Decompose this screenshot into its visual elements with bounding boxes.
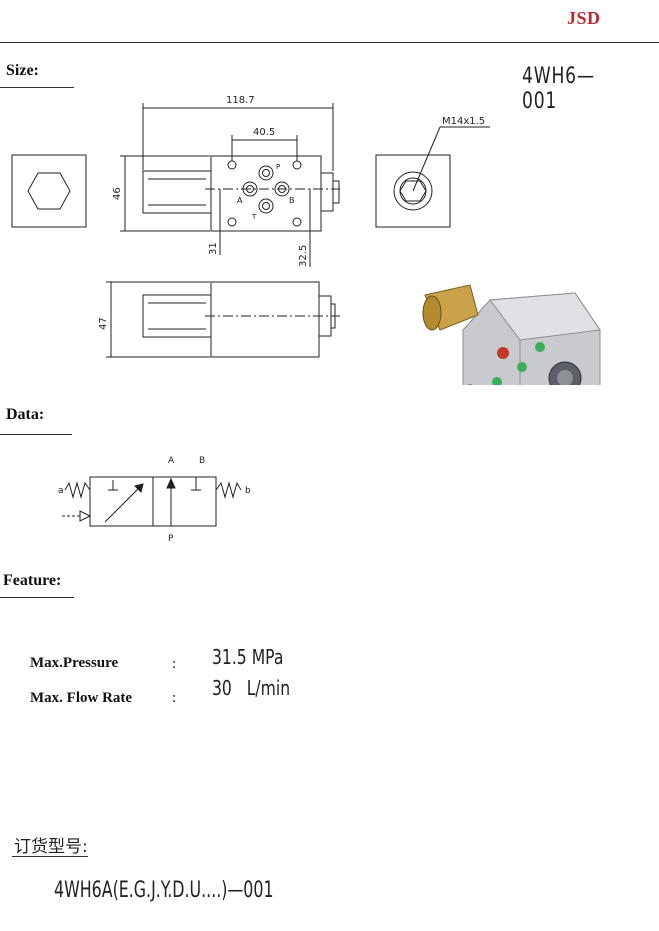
end-view-right bbox=[375, 154, 451, 228]
spec-colon-pressure: : bbox=[172, 656, 177, 672]
symbol-side-b: b bbox=[245, 486, 251, 496]
thread-label: M14x1.5 bbox=[442, 116, 485, 127]
section-title-size: Size: bbox=[6, 62, 39, 79]
dim-ports: 40.5 bbox=[253, 127, 275, 138]
section-title-feature: Feature: bbox=[3, 572, 62, 589]
section-underline-feature bbox=[0, 597, 74, 598]
hydraulic-symbol: A B P a b bbox=[58, 456, 251, 544]
side-view-plug bbox=[142, 294, 212, 338]
spec-value-flow: 30 L/min bbox=[212, 676, 291, 700]
section-underline-data bbox=[0, 434, 72, 435]
hex-plug-left bbox=[27, 172, 71, 210]
port-p-label: P bbox=[276, 163, 280, 171]
header-divider bbox=[0, 42, 659, 43]
spec-label-flow: Max. Flow Rate bbox=[30, 690, 133, 706]
order-label: 订货型号: bbox=[14, 837, 88, 857]
order-underline bbox=[12, 856, 88, 857]
technical-drawing: 118.7 40.5 46 31 32.5 47 M14x1.5 A B P T bbox=[11, 95, 601, 385]
symbol-port-b: B bbox=[199, 456, 205, 466]
dim-overall: 118.7 bbox=[226, 95, 255, 106]
end-view-left bbox=[11, 154, 87, 228]
spec-value-pressure: 31.5 MPa bbox=[212, 645, 284, 669]
dim-47: 47 bbox=[98, 317, 109, 330]
top-view-plug bbox=[142, 170, 212, 214]
model-number: 4WH6—001 bbox=[522, 64, 595, 114]
dim-32-5: 32.5 bbox=[298, 245, 309, 267]
spec-colon-flow: : bbox=[172, 690, 177, 706]
symbol-side-a: a bbox=[58, 486, 64, 496]
dim-31: 31 bbox=[208, 242, 219, 255]
valve-3d-render bbox=[422, 284, 601, 385]
port-b-label: B bbox=[289, 196, 295, 205]
port-t-label: T bbox=[251, 213, 257, 221]
section-title-data: Data: bbox=[6, 406, 45, 423]
order-code: 4WH6A(E.G.J.Y.D.U....)—001 bbox=[54, 878, 274, 903]
brand-logo: JSD bbox=[567, 8, 601, 28]
symbol-port-a: A bbox=[168, 456, 175, 466]
spec-label-pressure: Max.Pressure bbox=[30, 655, 119, 671]
side-view-body bbox=[210, 281, 320, 358]
dim-height: 46 bbox=[112, 187, 123, 200]
symbol-port-p: P bbox=[168, 534, 174, 544]
port-a-label: A bbox=[237, 196, 243, 205]
top-view-body bbox=[210, 155, 322, 232]
section-underline-size bbox=[0, 87, 74, 88]
